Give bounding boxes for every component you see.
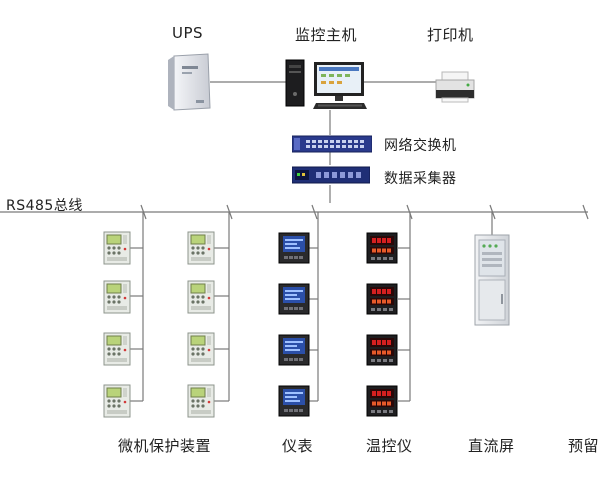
meters-label: 仪表 [282, 437, 314, 455]
power-meter-icon [278, 232, 310, 264]
reserved-label: 预留 [568, 437, 600, 455]
monitoring-host-label: 监控主机 [295, 26, 358, 44]
power-meter-icon [278, 334, 310, 366]
protection-relay-icon [103, 231, 131, 265]
protection-relay-icon [103, 280, 131, 314]
power-meter-icon [278, 283, 310, 315]
temperature-controller-icon [366, 385, 398, 417]
network-switch-icon [292, 135, 372, 153]
temperature-controller-icon [366, 283, 398, 315]
rs485-bus-label: RS485总线 [6, 198, 83, 214]
protection-relay-icon [187, 280, 215, 314]
protection-relay-icon [187, 231, 215, 265]
temperature-controller-icon [366, 334, 398, 366]
power-meter-icon [278, 385, 310, 417]
protection-relay-icon [103, 332, 131, 366]
monitoring-host-icon [285, 59, 367, 109]
protection-relay-icon [187, 384, 215, 418]
thermostats-label: 温控仪 [366, 437, 413, 455]
protection-devices-label: 微机保护装置 [118, 437, 212, 455]
data-collector-icon [292, 166, 370, 184]
printer-icon [435, 71, 475, 103]
ups-icon [168, 53, 211, 111]
network-switch-label: 网络交换机 [384, 138, 457, 154]
printer-label: 打印机 [427, 26, 474, 44]
dc-screen-label: 直流屏 [468, 437, 515, 455]
ups-label: UPS [172, 24, 204, 42]
temperature-controller-icon [366, 232, 398, 264]
protection-relay-icon [187, 332, 215, 366]
data-collector-label: 数据采集器 [384, 171, 457, 187]
protection-relay-icon [103, 384, 131, 418]
dc-screen-cabinet-icon [474, 234, 510, 326]
